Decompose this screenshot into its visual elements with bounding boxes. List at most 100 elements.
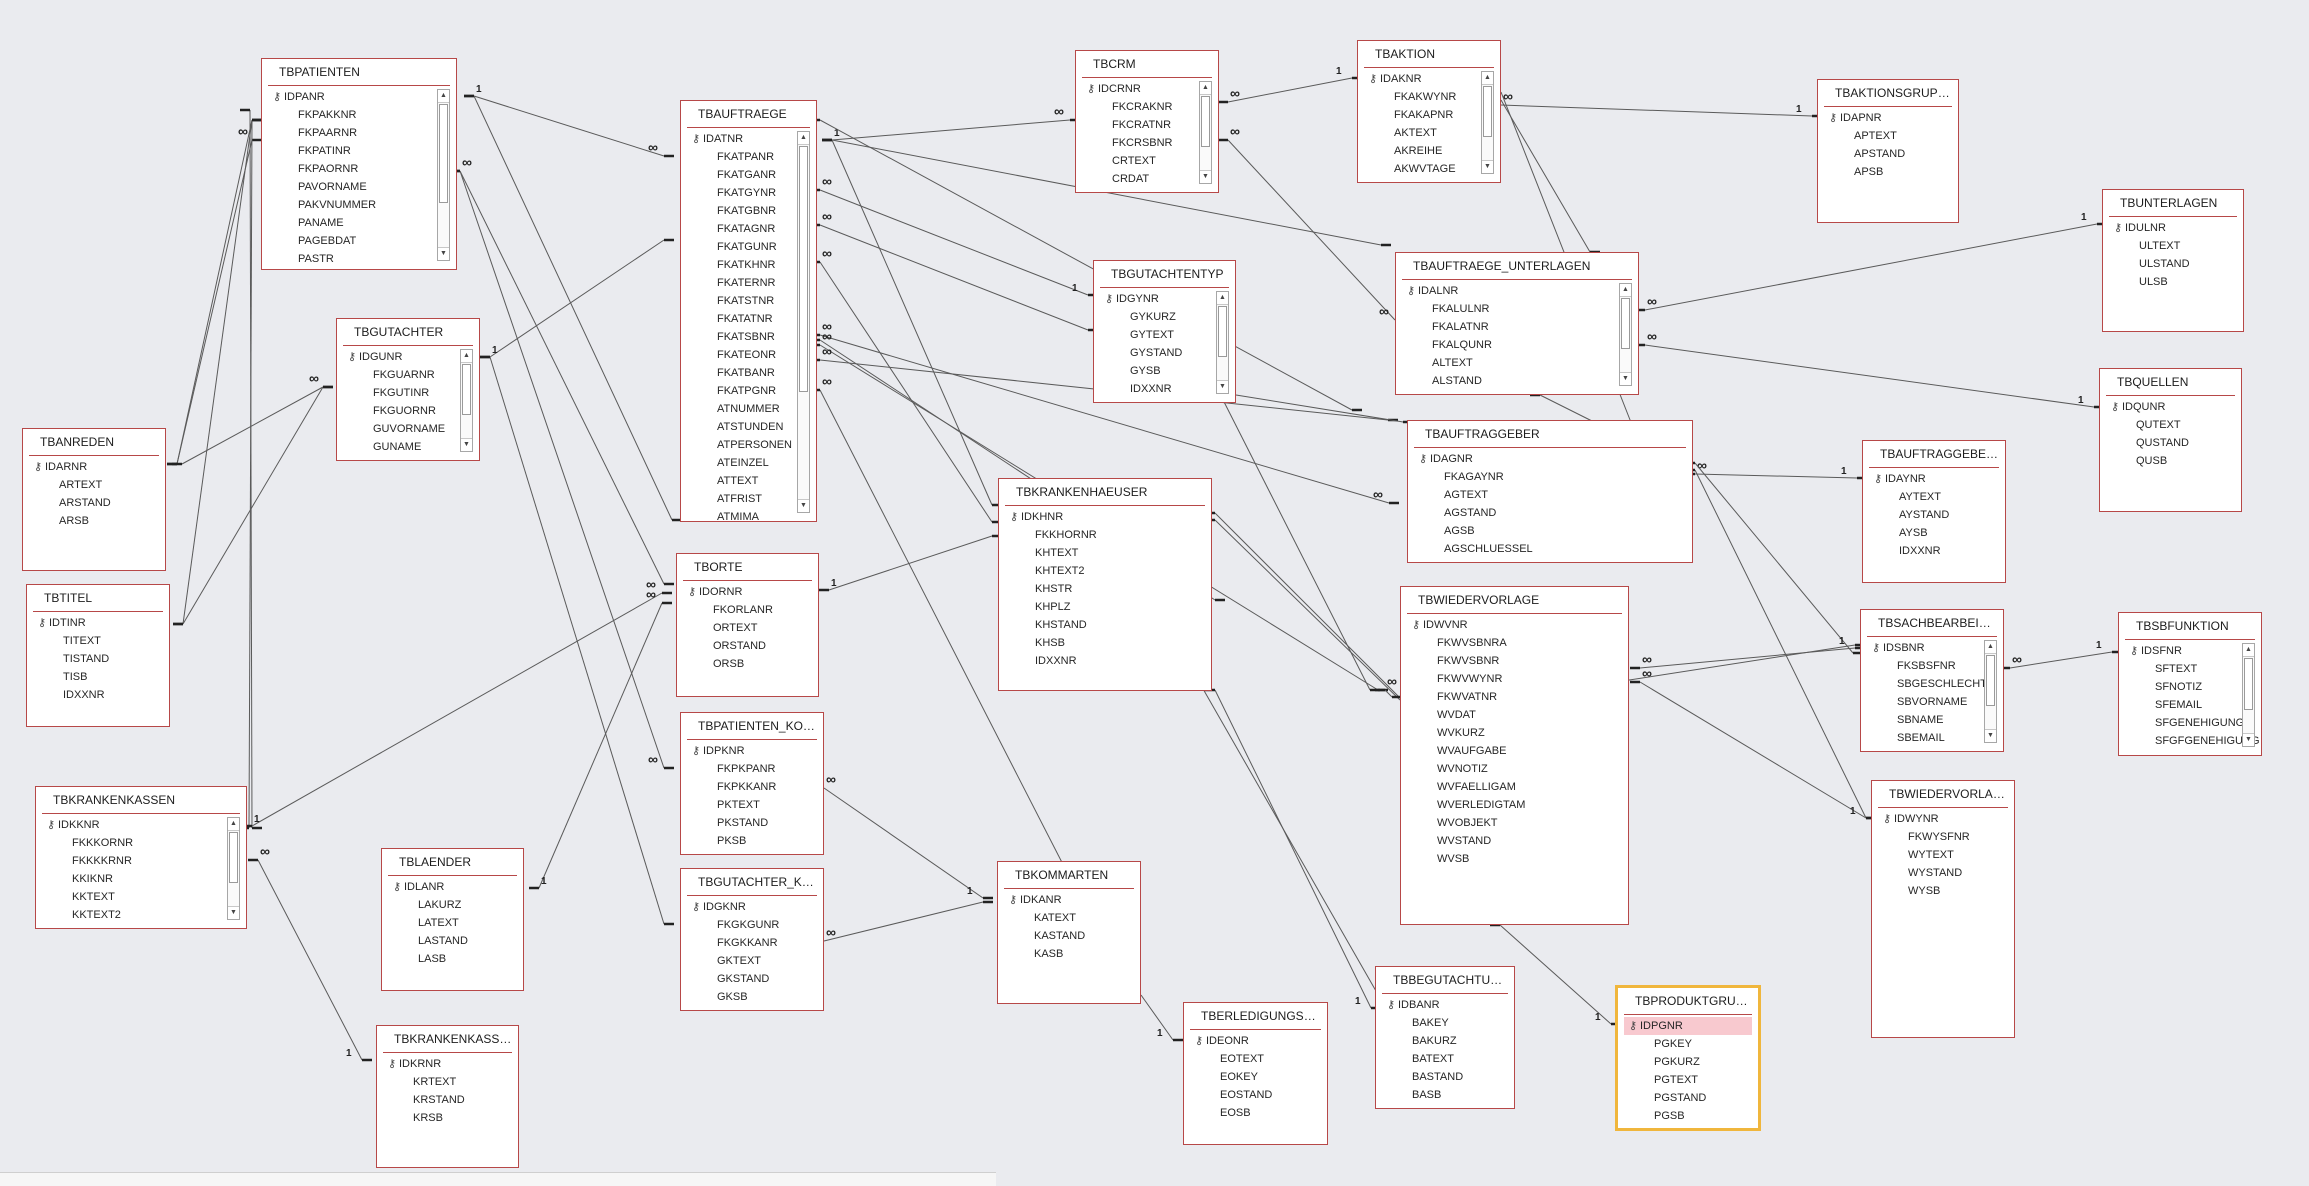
relationship-line[interactable] xyxy=(1140,994,1174,1041)
field[interactable]: ALTEXT xyxy=(1396,354,1638,372)
table-title[interactable]: TBGUTACHTER xyxy=(343,319,473,346)
table-title[interactable]: TBGUTACHTER_KOMM xyxy=(687,869,817,896)
field[interactable]: IDXXNR xyxy=(1094,380,1235,398)
field[interactable]: WVFAELLIGAM xyxy=(1401,778,1628,796)
field[interactable]: GYSTAND xyxy=(1094,344,1235,362)
field[interactable]: PKSTAND xyxy=(681,814,823,832)
field[interactable]: SFGENEHIGUNG xyxy=(2119,714,2261,732)
relationship-line[interactable] xyxy=(1227,77,1353,103)
field[interactable]: SFEMAIL xyxy=(2119,696,2261,714)
field[interactable]: ARSB xyxy=(23,512,165,530)
table-title[interactable]: TBPATIENTEN_KOMM xyxy=(687,713,817,740)
table-title[interactable]: TBPRODUKTGRUPPEN xyxy=(1624,988,1752,1015)
field[interactable]: KHTEXT xyxy=(999,544,1211,562)
scroll-up-icon[interactable]: ▲ xyxy=(798,132,809,145)
table-tbkrankenkassena[interactable]: TBKRANKENKASSENA...⚷IDKRNRKRTEXTKRSTANDK… xyxy=(376,1025,519,1168)
field[interactable]: IDXXNR xyxy=(1863,542,2005,560)
field[interactable]: ULSTAND xyxy=(2103,255,2243,273)
primary-key-field[interactable]: ⚷IDSBNR xyxy=(1861,639,2003,657)
field[interactable]: ATSTUNDEN xyxy=(681,418,816,436)
primary-key-field[interactable]: ⚷IDKKNR xyxy=(36,816,246,834)
relationship-line[interactable] xyxy=(1639,681,1867,819)
field[interactable]: WVAUFGABE xyxy=(1401,742,1628,760)
primary-key-field[interactable]: ⚷IDGKNR xyxy=(681,898,823,916)
primary-key-field[interactable]: ⚷IDALNR xyxy=(1396,282,1638,300)
field[interactable]: APTEXT xyxy=(1818,127,1958,145)
relationship-line[interactable] xyxy=(1235,394,1404,423)
field[interactable]: ORSTAND xyxy=(677,637,818,655)
scroll-up-icon[interactable]: ▲ xyxy=(1620,284,1631,297)
relationship-line[interactable] xyxy=(2009,651,2113,669)
field[interactable]: WVDAT xyxy=(1401,706,1628,724)
relationship-line[interactable] xyxy=(473,95,673,521)
primary-key-field[interactable]: ⚷IDEONR xyxy=(1184,1032,1327,1050)
field[interactable]: PGKEY xyxy=(1618,1035,1758,1053)
scroll-thumb[interactable] xyxy=(1483,86,1492,137)
field[interactable]: AKREIHE xyxy=(1358,142,1500,160)
field[interactable]: FKATSTNR xyxy=(681,292,816,310)
field[interactable]: SFNOTIZ xyxy=(2119,678,2261,696)
primary-key-field[interactable]: ⚷IDPKNR xyxy=(681,742,823,760)
vertical-scrollbar[interactable]: ▲▼ xyxy=(1984,640,1997,743)
field[interactable]: ATFRIST xyxy=(681,490,816,508)
relationship-line[interactable] xyxy=(473,95,665,157)
field[interactable]: LATEXT xyxy=(382,914,523,932)
field[interactable]: FKPKPANR xyxy=(681,760,823,778)
field[interactable]: EOSTAND xyxy=(1184,1086,1327,1104)
field[interactable]: QUTEXT xyxy=(2100,416,2241,434)
field[interactable]: FKALULNR xyxy=(1396,300,1638,318)
field[interactable]: FKAKWYNR xyxy=(1358,88,1500,106)
field[interactable]: FKATPGNR xyxy=(681,382,816,400)
table-tbwiedervorlagetyp[interactable]: TBWIEDERVORLAGETYP⚷IDWYNRFKWYSFNRWYTEXTW… xyxy=(1871,780,2015,1038)
field[interactable]: KHSB xyxy=(999,634,1211,652)
table-tbauftraggebertyp[interactable]: TBAUFTRAGGEBERTYP⚷IDAYNRAYTEXTAYSTANDAYS… xyxy=(1862,440,2006,583)
relationship-line[interactable] xyxy=(489,356,665,925)
table-tbbegutachtungs[interactable]: TBBEGUTACHTUNGS...⚷IDBANRBAKEYBAKURZBATE… xyxy=(1375,966,1515,1109)
table-title[interactable]: TBAKTIONSGRUPPE xyxy=(1824,80,1952,107)
field[interactable]: CRDAT xyxy=(1076,170,1218,188)
field[interactable]: FKATSBNR xyxy=(681,328,816,346)
relationship-line[interactable] xyxy=(1214,519,1401,701)
field[interactable]: PGTEXT xyxy=(1618,1071,1758,1089)
primary-key-field[interactable]: ⚷IDARNR xyxy=(23,458,165,476)
field[interactable]: PKSB xyxy=(681,832,823,850)
field[interactable]: GKSTAND xyxy=(681,970,823,988)
field[interactable]: PAKVNUMMER xyxy=(262,196,456,214)
field[interactable]: KKTEXT xyxy=(36,888,246,906)
field[interactable]: KASB xyxy=(998,945,1140,963)
relationship-line[interactable] xyxy=(1694,473,1858,479)
field[interactable]: EOKEY xyxy=(1184,1068,1327,1086)
vertical-scrollbar[interactable]: ▲▼ xyxy=(1199,81,1212,184)
table-title[interactable]: TBUNTERLAGEN xyxy=(2109,190,2237,217)
relationship-line[interactable] xyxy=(1644,344,2095,408)
field[interactable]: KHSTR xyxy=(999,580,1211,598)
field[interactable]: ALSTAND xyxy=(1396,372,1638,390)
field[interactable]: KHPLZ xyxy=(999,598,1211,616)
field[interactable]: SBNAME xyxy=(1861,711,2003,729)
field[interactable]: AGSB xyxy=(1408,522,1692,540)
field[interactable]: WVOBJEKT xyxy=(1401,814,1628,832)
primary-key-field[interactable]: ⚷IDATNR xyxy=(681,130,816,148)
field[interactable]: FKGKGUNR xyxy=(681,916,823,934)
relationship-line[interactable] xyxy=(828,535,993,591)
field[interactable]: PANAME xyxy=(262,214,456,232)
scroll-up-icon[interactable]: ▲ xyxy=(438,90,449,103)
field[interactable]: PGSTAND xyxy=(1618,1089,1758,1107)
field[interactable]: FKAGAYNR xyxy=(1408,468,1692,486)
table-title[interactable]: TBKRANKENKASSEN xyxy=(42,787,240,814)
field[interactable]: ULTEXT xyxy=(2103,237,2243,255)
field[interactable]: AKTEXT xyxy=(1358,124,1500,142)
scroll-thumb[interactable] xyxy=(1986,655,1995,706)
scroll-thumb[interactable] xyxy=(2244,658,2253,710)
table-title[interactable]: TBKOMMARTEN xyxy=(1004,862,1134,889)
scroll-down-icon[interactable]: ▼ xyxy=(1620,372,1631,385)
primary-key-field[interactable]: ⚷IDGYNR xyxy=(1094,290,1235,308)
